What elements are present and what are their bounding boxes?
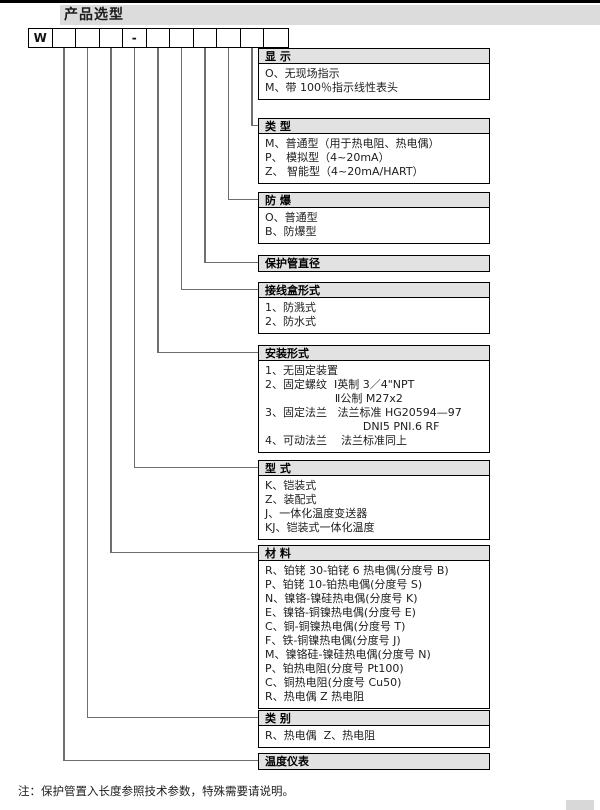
option-row: 4、可动法兰 法兰标准同上 — [265, 434, 407, 447]
model-code-cell-10[interactable] — [264, 29, 288, 47]
section-body-type: M、普通型（用于热电阻、热电偶）P、 模拟型（4~20mA）Z、 智能型（4~2… — [259, 134, 489, 183]
model-code-cell-9[interactable] — [241, 29, 264, 47]
option-row: 1、防溅式 — [265, 301, 316, 314]
section-header-explosion_proof: 防 爆 — [259, 193, 489, 208]
option-row: K、铠装式 — [265, 479, 317, 492]
model-code-cell-1[interactable] — [53, 29, 76, 47]
section-header-junction_box_form: 接线盒形式 — [259, 283, 489, 298]
leader-horizontal — [86, 717, 258, 719]
option-row: E、镍铬-铜镍热电偶(分度号 E) — [265, 606, 416, 619]
section-header-temperature_instrument: 温度仪表 — [259, 754, 489, 769]
leader-vertical — [251, 48, 253, 125]
section-body-material: R、铂铑 30-铂铑 6 热电偶(分度号 B)P、铂铑 10-铂热电偶(分度号 … — [259, 561, 489, 708]
leader-vertical — [133, 48, 136, 467]
option-row: Ⅱ公制 M27x2 — [265, 392, 403, 405]
option-row: Z、 智能型（4~20mA/HART） — [265, 165, 424, 178]
option-row: 3、固定法兰 法兰标准 HG20594—97 — [265, 406, 462, 419]
option-row: P、 模拟型（4~20mA） — [265, 151, 390, 164]
model-code-cell-0[interactable]: W — [29, 29, 53, 47]
section-header-protection_tube_diameter: 保护管直径 — [259, 256, 489, 271]
leader-horizontal — [180, 289, 258, 291]
model-code-cell-4[interactable]: - — [123, 29, 147, 47]
leader-vertical — [204, 48, 206, 262]
leader-vertical — [180, 48, 183, 289]
model-code-cell-3[interactable] — [100, 29, 123, 47]
option-row: DNI5 PNI.6 RF — [265, 420, 440, 433]
option-row: 1、无固定装置 — [265, 364, 338, 377]
model-code-cell-6[interactable] — [170, 29, 194, 47]
leader-horizontal — [63, 760, 258, 762]
leader-vertical — [110, 48, 112, 552]
top-divider — [0, 0, 600, 3]
model-code-cell-2[interactable] — [76, 29, 100, 47]
option-row: 2、防水式 — [265, 315, 316, 328]
option-row: B、防爆型 — [265, 225, 317, 238]
model-code-cell-5[interactable] — [147, 29, 170, 47]
option-row: J、一体化温度变送器 — [265, 507, 368, 520]
option-row: O、普通型 — [265, 211, 318, 224]
leader-horizontal — [157, 352, 258, 354]
leader-vertical — [157, 48, 159, 352]
option-row: P、铂铑 10-铂热电偶(分度号 S) — [265, 578, 423, 591]
section-header-type: 类 型 — [259, 119, 489, 134]
section-header-model_form: 型 式 — [259, 461, 489, 476]
section-box-protection_tube_diameter: 保护管直径 — [258, 255, 490, 272]
option-row: R、热电偶 Z 热电阻 — [265, 690, 365, 703]
page-title: 产品选型 — [64, 7, 124, 23]
option-row: R、铂铑 30-铂铑 6 热电偶(分度号 B) — [265, 564, 449, 577]
leader-vertical — [227, 48, 230, 199]
footer-note: 注：保护管置入长度参照技术参数，特殊需要请说明。 — [18, 784, 294, 798]
section-header-material: 材 料 — [259, 546, 489, 561]
leader-horizontal — [227, 199, 258, 201]
option-row: O、无现场指示 — [265, 67, 340, 80]
section-header-category: 类 别 — [259, 711, 489, 726]
option-row: C、铜-铜镍热电偶(分度号 T) — [265, 620, 406, 633]
option-row: F、铁-铜镍热电偶(分度号 J) — [265, 634, 401, 647]
option-row: 2、固定螺纹 Ⅰ英制 3／4"NPT — [265, 378, 415, 391]
model-code-cell-8[interactable] — [217, 29, 241, 47]
option-row: N、镍铬-镍硅热电偶(分度号 K) — [265, 592, 418, 605]
leader-horizontal — [204, 262, 258, 264]
option-row: M、带 100％指示线性表头 — [265, 81, 398, 94]
option-row: M、镍铬硅-镍硅热电偶(分度号 N) — [265, 648, 431, 661]
option-row: R、热电偶 Z、热电阻 — [265, 729, 376, 742]
leader-vertical — [63, 48, 65, 760]
leader-horizontal — [133, 467, 258, 469]
section-header-display: 显 示 — [259, 49, 489, 64]
option-row: P、铂热电阻(分度号 Pt100) — [265, 662, 404, 675]
model-code-cell-7[interactable] — [194, 29, 217, 47]
leader-horizontal — [110, 552, 258, 554]
corner-marker — [566, 800, 594, 810]
option-row: Z、装配式 — [265, 493, 317, 506]
leader-horizontal — [251, 125, 258, 127]
section-body-category: R、热电偶 Z、热电阻 — [259, 726, 489, 747]
section-header-installation_form: 安装形式 — [259, 346, 489, 361]
section-box-temperature_instrument: 温度仪表 — [258, 753, 490, 770]
option-row: C、铜热电阻(分度号 Cu50) — [265, 676, 402, 689]
model-code-row[interactable]: W- — [28, 28, 289, 48]
title-banner — [60, 5, 600, 25]
leader-vertical — [86, 48, 89, 717]
option-row: KJ、铠装式一体化温度 — [265, 521, 375, 534]
section-box-category: 类 别 R、热电偶 Z、热电阻 — [258, 710, 490, 748]
option-row: M、普通型（用于热电阻、热电偶） — [265, 137, 440, 150]
